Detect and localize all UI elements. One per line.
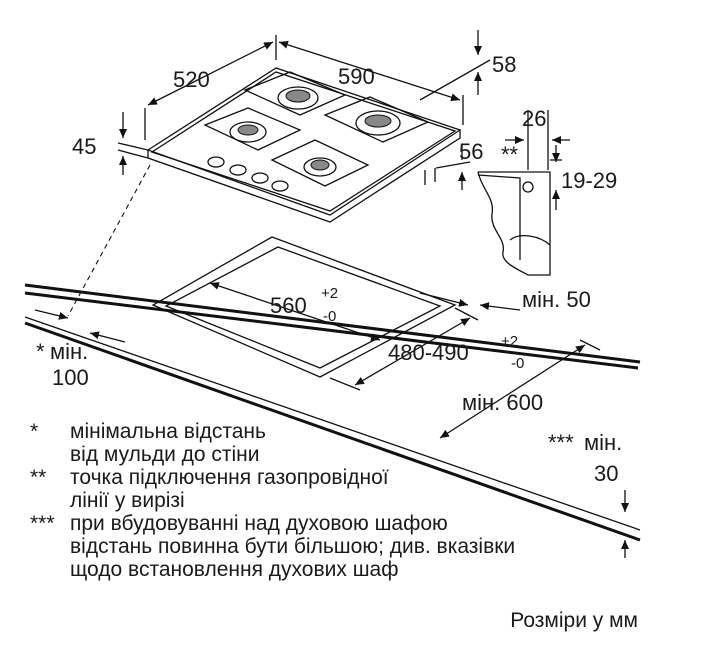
dim-cutout-depth-tol-minus: -0 [511,355,524,372]
legend-row: * мінімальна відстань від мульди до стін… [30,420,670,466]
legend-line: при вбудовуванні над духовою шафою [70,512,448,535]
legend-mark: * [30,420,39,443]
dim-rear-offset: 56 [459,139,483,164]
dim-depth: 520 [173,67,210,92]
min-oven-value: 30 [594,461,618,486]
dim-pipe-offset: 26 [522,106,546,131]
legend: * мінімальна відстань від мульди до стін… [30,420,670,581]
legend-text: мінімальна відстань від мульди до стіни [70,420,670,466]
legend-row: ** точка підключення газопровідної лінії… [30,466,670,512]
dim-cutout-width-tol-plus: +2 [321,285,338,302]
legend-text: при вбудовуванні над духовою шафою відст… [70,512,670,581]
gas-connection-detail [477,110,570,276]
dim-min-rear: мін. 50 [522,287,591,312]
projection-line [67,164,151,317]
dim-min-worktop: мін. 600 [462,390,543,415]
legend-line: лінії у вирізі [70,489,185,512]
legend-line: відстань повинна бути більшою; див. вказ… [70,535,516,558]
dim-top-clearance: 58 [492,52,516,77]
min-wall-value: 100 [52,365,89,390]
legend-line: від мульди до стіни [70,443,260,466]
units-note: Розміри у мм [510,609,638,632]
min-oven-label: мін. [584,430,622,455]
legend-mark: ** [30,466,47,489]
legend-text: точка підключення газопровідної лінії у … [70,466,670,512]
min-wall-label: мін. [50,339,88,364]
legend-row: *** при вбудовуванні над духовою шафою в… [30,512,670,581]
dim-pipe-range: 19-29 [561,168,617,193]
dim-cutout-width-tol-minus: -0 [323,308,336,325]
worktop-cutout [151,236,457,378]
pipe-mark: ** [501,142,519,167]
legend-line: щодо встановлення духових шаф [70,558,399,581]
dim-cutout-depth: 480-490 [388,340,469,365]
min-oven-mark: *** [548,430,574,455]
dim-width: 590 [338,64,375,89]
legend-line: мінімальна відстань [70,420,266,443]
min-wall-mark: * [36,339,45,364]
legend-line: точка підключення газопровідної [70,466,389,489]
dimension-lines [34,30,629,558]
dim-height: 45 [72,134,96,159]
legend-mark: *** [30,512,55,535]
dim-cutout-depth-tol-plus: +2 [501,333,518,350]
dim-cutout-width: 560 [270,293,307,318]
